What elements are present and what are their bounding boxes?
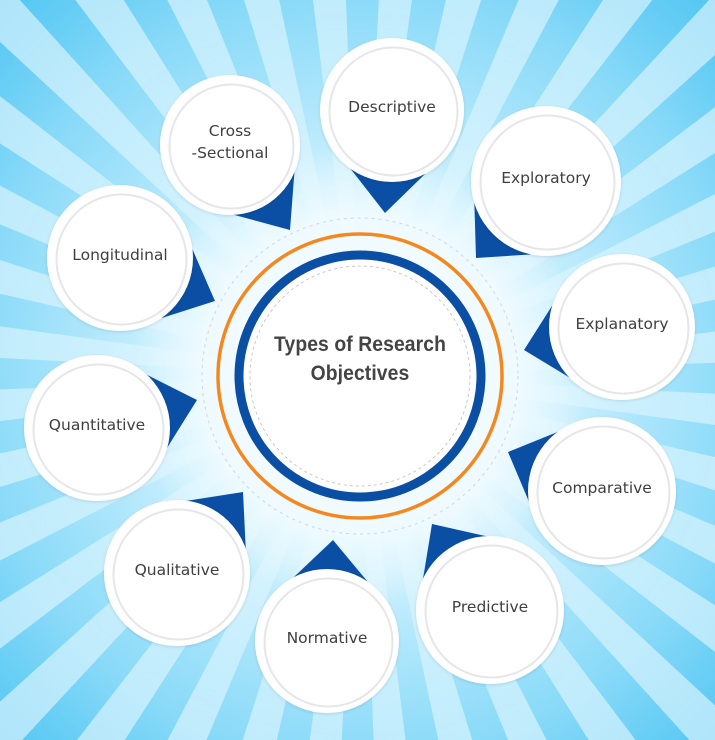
node-label-predictive: Predictive	[451, 598, 529, 616]
explanatory-circle	[549, 254, 695, 400]
node-normative	[255, 569, 399, 713]
node-quantitative	[24, 355, 170, 501]
nodes	[24, 38, 695, 713]
quantitative-rim	[32, 363, 165, 496]
node-label-quantitative: Quantitative	[48, 416, 146, 434]
node-label-descriptive: Descriptive	[348, 98, 436, 116]
blue-ring	[234, 250, 486, 502]
inner-dashed-ring	[249, 265, 471, 487]
node-explanatory	[549, 254, 695, 400]
node-label-normative: Normative	[286, 629, 368, 647]
explanatory-rim	[557, 262, 690, 395]
node-longitudinal	[47, 185, 193, 331]
node-exploratory	[471, 106, 621, 256]
node-label-longitudinal: Longitudinal	[72, 246, 168, 264]
longitudinal-rim	[55, 193, 188, 326]
central-hub	[201, 217, 519, 535]
title-line-2: Objectives	[310, 362, 410, 385]
node-predictive	[416, 536, 564, 684]
comparative-rim	[536, 425, 671, 560]
node-label-qualitative: Qualitative	[134, 561, 220, 579]
predictive-circle	[416, 536, 564, 684]
qualitative-circle	[104, 500, 250, 646]
descriptive-rim	[328, 46, 459, 177]
diagram-title: Types of Research Objectives	[250, 330, 471, 388]
predictive-rim	[424, 544, 559, 679]
normative-circle	[255, 569, 399, 713]
node-descriptive	[320, 38, 464, 182]
outer-dashed-ring	[201, 217, 519, 535]
comparative-circle	[528, 417, 676, 565]
title-line-1: Types of Research	[274, 333, 446, 356]
node-cross-sectional	[160, 75, 300, 215]
qualitative-rim	[112, 508, 245, 641]
exploratory-circle	[471, 106, 621, 256]
quantitative-circle	[24, 355, 170, 501]
descriptive-circle	[320, 38, 464, 182]
node-label-comparative: Comparative	[552, 479, 652, 497]
node-label-cross-sectional: Cross -Sectional	[191, 122, 269, 162]
exploratory-rim	[479, 114, 616, 251]
node-label-exploratory: Exploratory	[501, 169, 591, 187]
normative-rim	[263, 577, 394, 708]
orange-ring	[216, 232, 504, 520]
node-qualitative	[104, 500, 250, 646]
cross-sectional-rim	[168, 83, 295, 210]
node-label-explanatory: Explanatory	[575, 315, 669, 333]
node-comparative	[528, 417, 676, 565]
longitudinal-circle	[47, 185, 193, 331]
cross-sectional-circle	[160, 75, 300, 215]
